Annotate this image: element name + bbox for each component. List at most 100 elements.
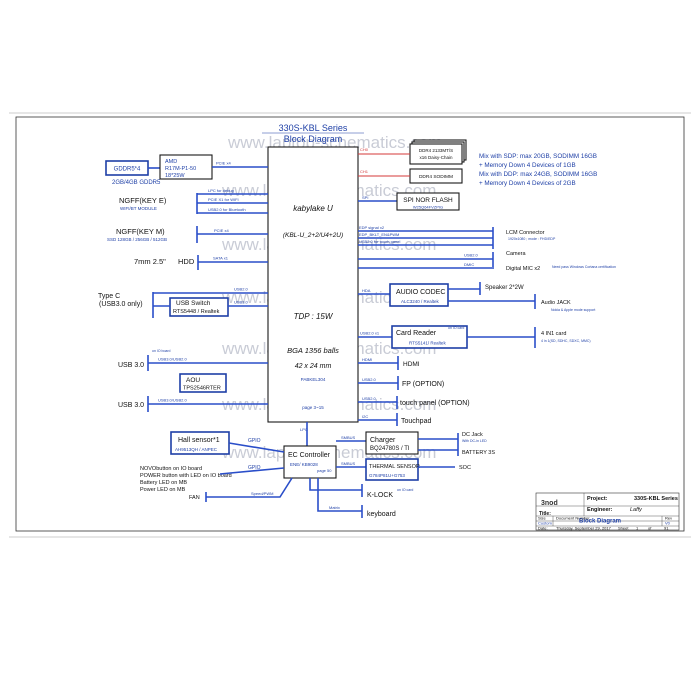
- camera-bus: USB2.0: [464, 253, 479, 258]
- touchpanel-name: touch panel (OPTION): [400, 400, 470, 407]
- lcm-sub: 1920x1080 ; mode : FHD/EDP: [508, 237, 556, 241]
- audio-codec-name: AUDIO CODEC: [396, 289, 445, 296]
- hall-part: AH9513QH / ANPEC: [175, 447, 218, 452]
- card-note: on IO card: [448, 326, 464, 330]
- soc-name: SOC: [459, 465, 471, 471]
- card-reader-part: RTS5141/ Realtek: [409, 341, 446, 346]
- ddr4-onboard-line1: DDR4 2133MT/S: [419, 148, 453, 153]
- diagram-title: 330S-KBL Series: [279, 123, 348, 133]
- title-block: 3nod Project: 330S-KBL Series Engineer: …: [535, 492, 680, 531]
- aou-part: TPS2546RTER: [183, 386, 221, 392]
- fan-name: FAN: [189, 495, 200, 501]
- gpio-note-2: POWER button with LED on IO board: [140, 473, 232, 479]
- sheet-label: Sheet: [618, 526, 629, 531]
- dcjack-note: With DC-in LED: [462, 439, 487, 443]
- gddr5-label: GDDR5*4: [114, 167, 141, 173]
- usb1-note: on IO board: [152, 349, 171, 353]
- memory-note-3: Mix with DDP: max 24GB, SODIMM 16GB: [479, 171, 597, 178]
- jack-name: Audio JACK: [541, 300, 571, 306]
- keyboard-bus: Matrix: [329, 505, 340, 510]
- sheet-of: of: [648, 526, 652, 531]
- gddr5-note: 2GB/4GB GDDR5: [112, 180, 161, 186]
- cpu-tdp: TDP : 15W: [294, 312, 334, 321]
- aou-name: AOU: [186, 377, 200, 384]
- card-slot-name: 4 IN1 card: [541, 331, 566, 337]
- touchpanel-bus: USB2.0: [362, 396, 377, 401]
- hall-bus: GPIO: [248, 438, 261, 444]
- dmic-bus: DMIC: [464, 262, 474, 267]
- gpu-bus-label: PCIE x4: [216, 161, 231, 166]
- dmic-name: Digital MIC x2: [506, 266, 540, 272]
- charger-part: BQ24780S / TI: [370, 446, 410, 452]
- hdmi-name: HDMI: [403, 361, 420, 368]
- charger-block: [365, 431, 419, 455]
- company-logo: 3nod: [541, 500, 558, 507]
- ch0-label: CH0: [360, 147, 369, 152]
- klock-note: on IO card: [397, 488, 413, 492]
- ec-controller-block: [283, 445, 337, 479]
- card-bus: USB2.0 x1: [360, 331, 380, 336]
- hdd-bus: SATA x1: [213, 256, 229, 261]
- size-value: Custom: [538, 521, 552, 526]
- hdmi-bus: HDMI: [362, 357, 372, 362]
- rev-value: V0: [665, 521, 671, 526]
- hda-label: HDA: [362, 288, 371, 293]
- thermal-name: THERMAL SENSOR: [369, 464, 420, 470]
- aou-block: [179, 373, 227, 393]
- ngff-e-bus1: LPC for debug: [208, 188, 234, 193]
- audio-codec-block: [389, 283, 449, 307]
- cpu-size: 42 x 24 mm: [295, 363, 332, 370]
- thermal-bus: SMBUS: [341, 461, 356, 466]
- spi-flash-name: SPI NOR FLASH: [403, 197, 453, 204]
- spi-flash-part: W25Q64FVZPIG: [413, 205, 443, 210]
- gpu-name: AMD: [165, 159, 177, 165]
- charger-bus: SMBUS: [341, 435, 356, 440]
- ngff-m-sub: SSD 128GB / 256GB / 512GB: [107, 237, 167, 242]
- gpu-part: R17M-P1-50: [165, 166, 196, 172]
- gpio-notes-bus: GPIO: [248, 465, 261, 471]
- ngff-m-name: NGFF(KEY M): [116, 227, 165, 236]
- usb1-name: USB 3.0: [118, 362, 144, 369]
- ngff-e-sub: WIFI/BT MODULE: [120, 206, 157, 211]
- ec-part: ENE/ KB9028: [290, 462, 318, 467]
- battery-name: BATTERY 3S: [462, 450, 495, 456]
- ch1-label: CH1: [360, 169, 369, 174]
- gpio-notes-line: [219, 467, 285, 475]
- hdd-size: 7mm 2.5": [134, 257, 166, 266]
- ngff-m-bus: PCIE x4: [214, 228, 229, 233]
- spi-bus-label: SPI: [362, 195, 368, 200]
- title-label: Title:: [539, 511, 551, 517]
- date-value: Thursday, September 29, 2017: [556, 526, 612, 531]
- cpu-package: BGA 1356 balls: [287, 346, 339, 355]
- usb2-bus: USB3.0/USB2.0: [158, 398, 187, 403]
- bklt-label: EDP_BKLT_EN&PWM: [359, 232, 399, 237]
- ddr4-sodimm-label: DDR4 SODIMM: [419, 174, 453, 180]
- camera-name: Camera: [506, 251, 527, 257]
- card-slot-note: 4 in 1(SD, SDHC, SDXC, MMC): [541, 339, 591, 343]
- usb1-bus: USB3.0/USB2.0: [158, 357, 187, 362]
- spi-flash-block: [396, 192, 460, 211]
- sheet-frame: [15, 116, 685, 532]
- typec-sub: (USB3.0 only): [99, 301, 143, 308]
- klock-line: [309, 478, 362, 491]
- card-reader-name: Card Reader: [396, 330, 437, 337]
- thermal-sensor-block: [365, 458, 419, 481]
- usb-switch-part: RTS5448 / Realtek: [173, 309, 220, 315]
- engineer-label: Engineer:: [587, 507, 613, 513]
- klock-name: K-LOCK: [367, 492, 393, 499]
- gpio-note-3: Battery LED on MB: [140, 480, 187, 486]
- engineer-value: Laffy: [630, 507, 643, 513]
- title-value: Block Diagram: [579, 519, 621, 525]
- gpio-note-1: NOVObutton on IO board: [140, 466, 202, 472]
- ec-bus: LPC: [300, 427, 308, 432]
- cpu-block: [267, 146, 359, 423]
- ddr4-onboard-block: [409, 143, 463, 165]
- doc-number-label: Document Number: [556, 516, 590, 521]
- fan-line: [206, 477, 293, 498]
- hall-gpio-line: [228, 442, 285, 453]
- touch-usb-label: USB2.0 for touch panel: [359, 239, 400, 244]
- sheet-value: 1: [636, 526, 639, 531]
- size-label: Size: [538, 516, 547, 521]
